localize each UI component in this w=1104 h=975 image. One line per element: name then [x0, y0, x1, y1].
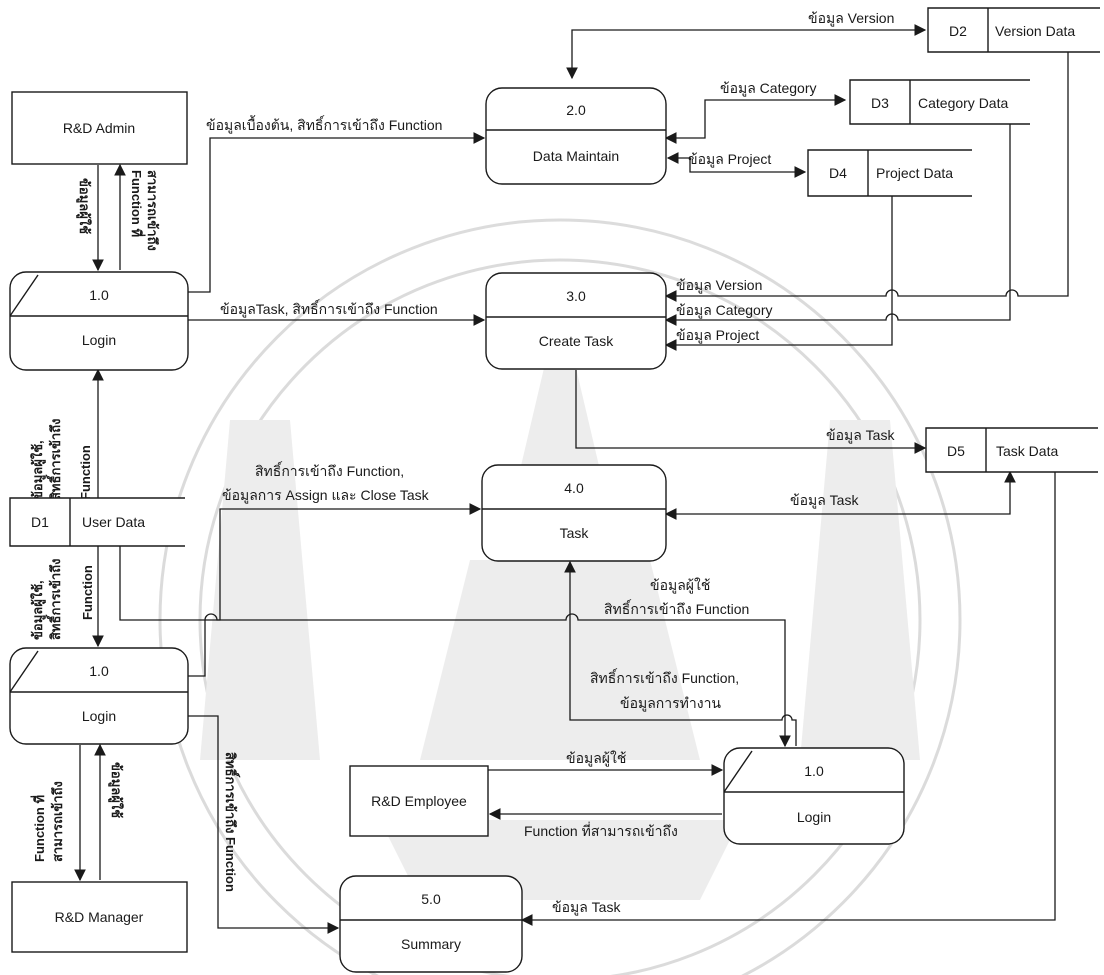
flow-version-d2: [572, 30, 925, 78]
flow-label-task-from-d5: ข้อมูล Task: [790, 492, 859, 509]
flow-project-in: [666, 196, 892, 345]
process-3-create-task: 3.0 Create Task: [486, 273, 666, 369]
process-3-name: Create Task: [539, 333, 614, 349]
flow-label-emp-user: ข้อมูลผู้ใช้: [566, 750, 626, 767]
flow-label-project-d4: ข้อมูล Project: [688, 151, 771, 168]
flow-label-d1-down-b: สิทธิ์การเข้าถึง: [45, 559, 63, 641]
process-login-manager: 1.0 Login: [10, 648, 188, 744]
process-login-admin-number: 1.0: [89, 287, 109, 303]
store-d3-id: D3: [871, 95, 889, 111]
process-5-number: 5.0: [421, 891, 441, 907]
process-2-name: Data Maintain: [533, 148, 619, 164]
process-3-number: 3.0: [566, 288, 586, 304]
process-login-admin: 1.0 Login: [10, 272, 188, 370]
store-d2-name: Version Data: [995, 23, 1075, 39]
store-d1-id: D1: [31, 514, 49, 530]
process-login-manager-name: Login: [82, 708, 116, 724]
store-d2-version-data: D2 Version Data: [928, 8, 1100, 52]
process-4-number: 4.0: [564, 480, 584, 496]
flow-basic-access: [188, 138, 484, 292]
flow-label-mgr-func-a: Function ที่: [30, 795, 47, 862]
flow-label-assign-2: ข้อมูลการ Assign และ Close Task: [222, 487, 430, 504]
flow-label-mgr-func-b: สามารถเข้าถึง: [50, 781, 65, 862]
flow-category-d3: [666, 100, 845, 138]
flow-label-d1-up-a: ข้อมูลผู้ใช้,: [29, 440, 46, 500]
store-d1-name: User Data: [82, 514, 145, 530]
store-d3-name: Category Data: [918, 95, 1008, 111]
process-5-summary: 5.0 Summary: [340, 876, 522, 972]
external-rd-employee-label: R&D Employee: [371, 793, 467, 809]
external-rd-manager-label: R&D Manager: [55, 909, 144, 925]
flow-label-basic-access: ข้อมูลเบื้องต้น, สิทธิ์การเข้าถึง Functi…: [206, 115, 442, 134]
store-d5-task-data: D5 Task Data: [926, 428, 1098, 472]
external-rd-manager: R&D Manager: [12, 882, 187, 952]
store-d5-id: D5: [947, 443, 965, 459]
flow-label-category-in: ข้อมูล Category: [676, 302, 772, 319]
flow-label-work-1: สิทธิ์การเข้าถึง Function,: [590, 668, 739, 686]
external-rd-admin-label: R&D Admin: [63, 120, 135, 136]
external-rd-admin: R&D Admin: [12, 92, 187, 164]
flow-label-d1-down-a: ข้อมูลผู้ใช้,: [29, 580, 46, 640]
flow-label-summary-access: สิทธิ์การเข้าถึง Function: [223, 752, 241, 892]
process-login-manager-number: 1.0: [89, 663, 109, 679]
store-d3-category-data: D3 Category Data: [850, 80, 1030, 124]
store-d5-name: Task Data: [996, 443, 1058, 459]
flow-label-d1-up-c: Function: [78, 445, 93, 500]
flow-label-admin-user: ข้อมูลผู้ใช้: [76, 178, 93, 234]
flow-label-d1-up-b: สิทธิ์การเข้าถึง: [45, 419, 63, 501]
store-d4-name: Project Data: [876, 165, 953, 181]
process-4-name: Task: [560, 525, 590, 541]
flow-label-project-in: ข้อมูล Project: [676, 327, 759, 344]
store-d2-id: D2: [949, 23, 967, 39]
process-login-employee: 1.0 Login: [724, 748, 904, 844]
store-d1-user-data: D1 User Data: [10, 498, 185, 546]
process-login-admin-name: Login: [82, 332, 116, 348]
process-5-name: Summary: [401, 936, 461, 952]
process-2-number: 2.0: [566, 102, 586, 118]
flow-label-admin-func-a: Function ที่: [129, 170, 146, 237]
process-2-data-maintain: 2.0 Data Maintain: [486, 88, 666, 184]
flow-label-user-access-2: สิทธิ์การเข้าถึง Function: [604, 599, 749, 617]
flow-label-version-d2: ข้อมูล Version: [808, 10, 894, 27]
flow-label-d1-down-c: Function: [80, 565, 95, 620]
flow-label-category-d3: ข้อมูล Category: [720, 80, 816, 97]
flow-label-work-2: ข้อมูลการทำงาน: [620, 695, 721, 712]
flow-label-user-access-1: ข้อมูลผู้ใช้: [650, 577, 710, 594]
store-d4-project-data: D4 Project Data: [808, 150, 972, 196]
flow-label-mgr-user: ข้อมูลผู้ใช้: [108, 762, 125, 818]
flow-label-admin-func-b: สามารถเข้าถึง: [145, 170, 160, 251]
external-rd-employee: R&D Employee: [350, 766, 488, 836]
process-login-employee-name: Login: [797, 809, 831, 825]
flow-label-task-d5: ข้อมูล Task: [826, 427, 895, 444]
process-4-task: 4.0 Task: [482, 465, 666, 561]
flow-label-task-access: ข้อมูลTask, สิทธิ์การเข้าถึง Function: [220, 299, 438, 318]
store-d4-id: D4: [829, 165, 847, 181]
flow-label-assign-1: สิทธิ์การเข้าถึง Function,: [255, 461, 404, 479]
flow-label-version-in: ข้อมูล Version: [676, 277, 762, 294]
flow-label-emp-function: Function ที่สามารถเข้าถึง: [524, 822, 678, 839]
process-login-employee-number: 1.0: [804, 763, 824, 779]
flow-label-task-summary: ข้อมูล Task: [552, 899, 621, 916]
